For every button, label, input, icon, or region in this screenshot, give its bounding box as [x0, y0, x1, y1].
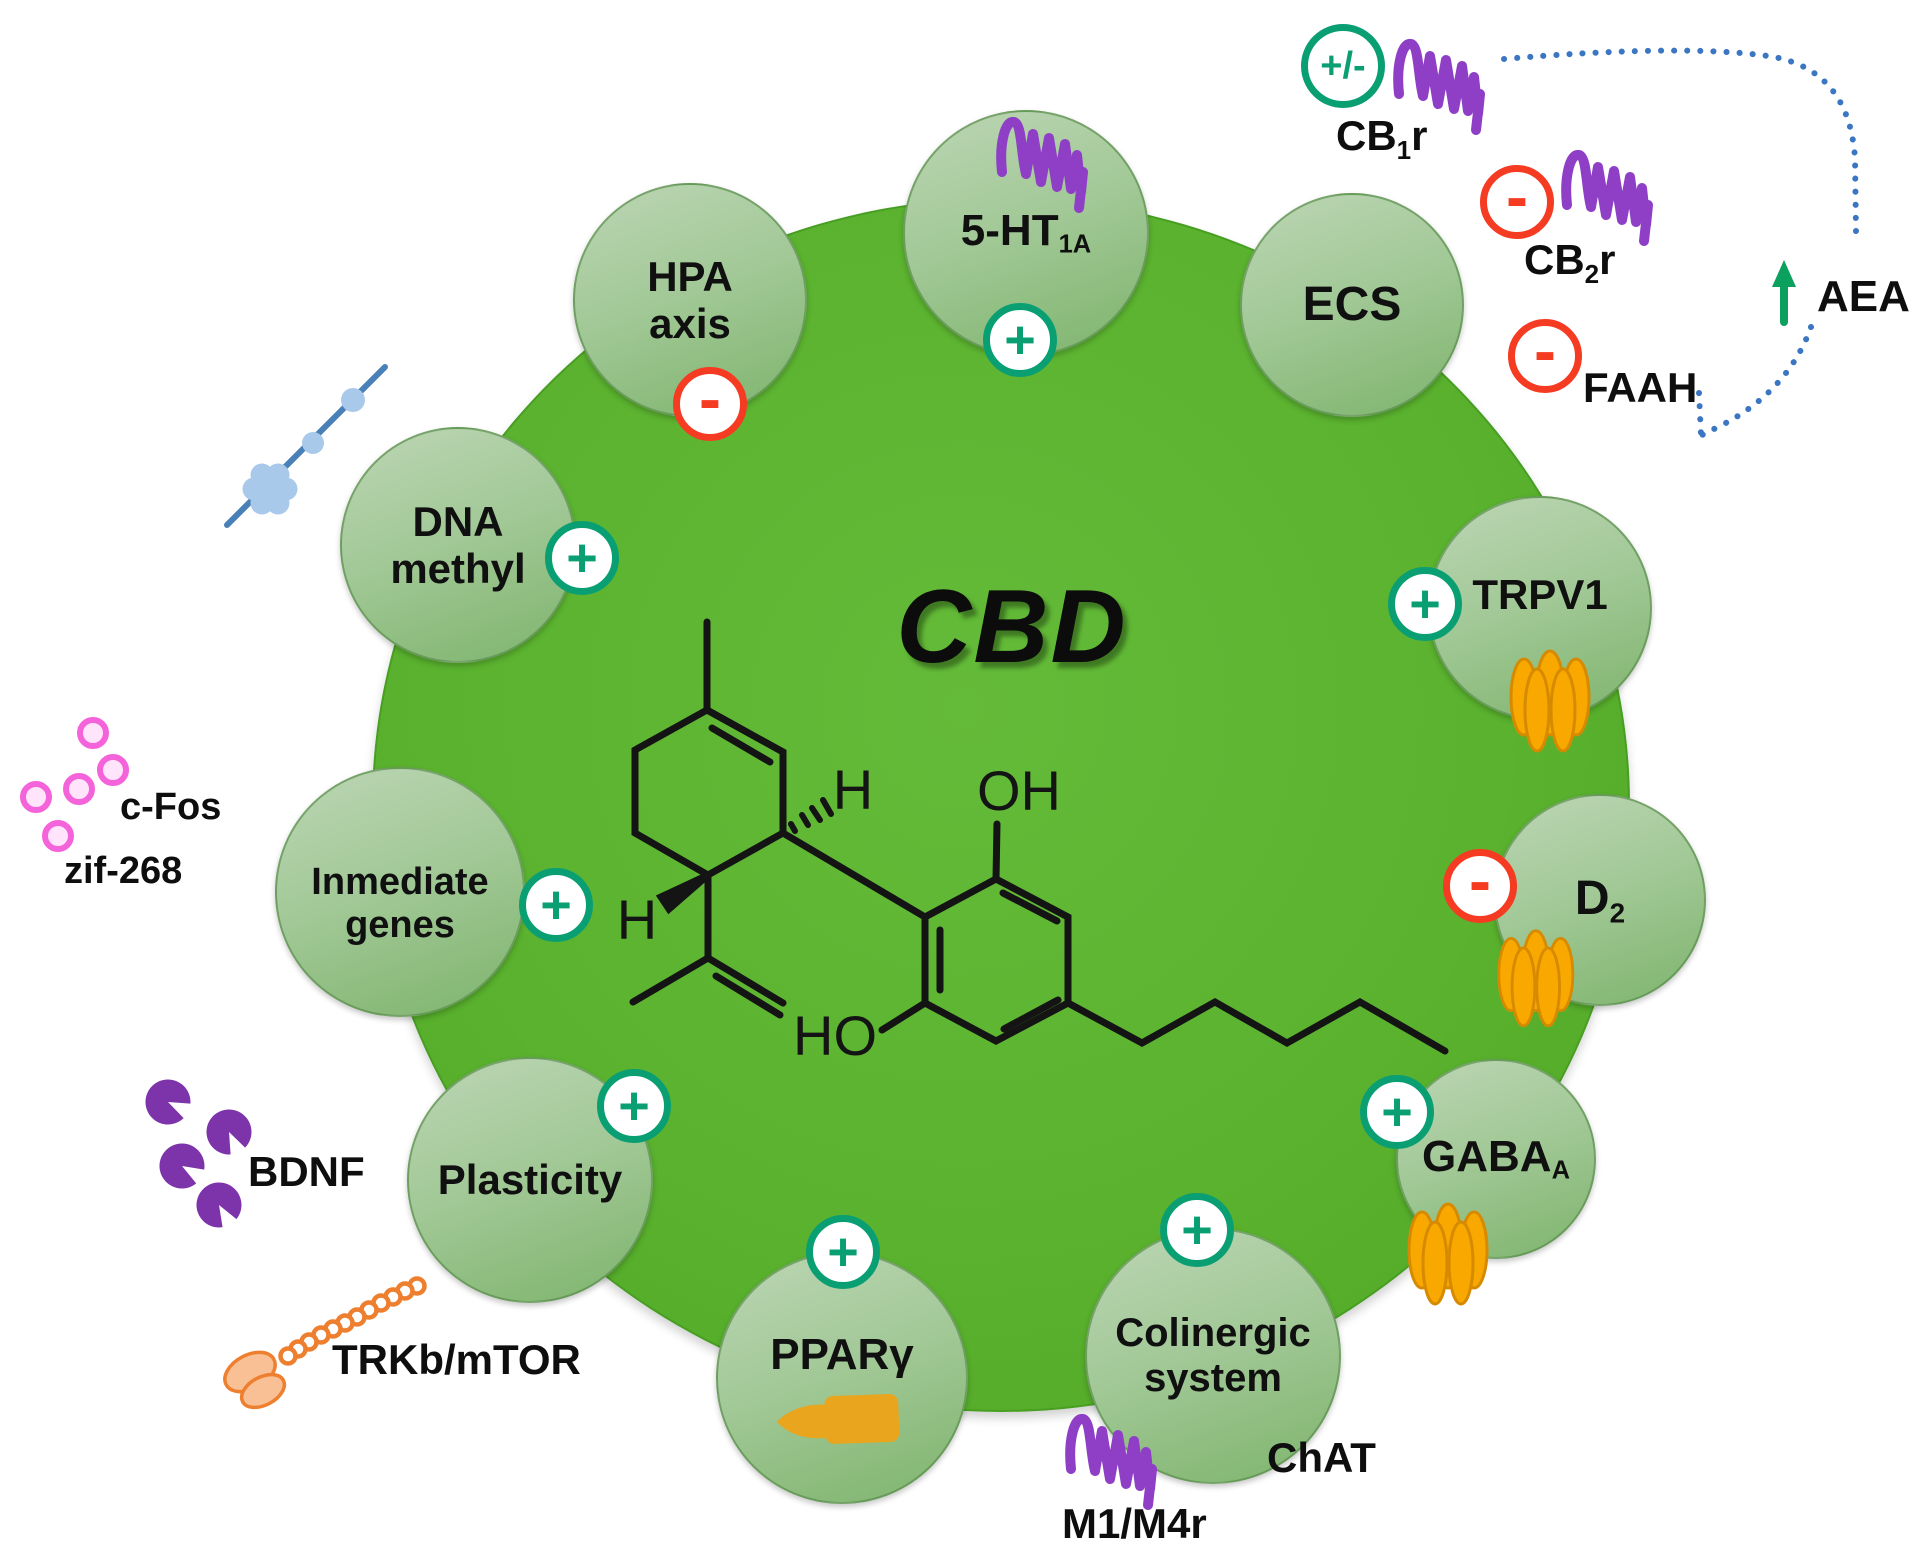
zif268-label: zif-268 [64, 850, 183, 892]
faah-minus-badge: - [1508, 317, 1582, 393]
node-trpv1-label: TRPV1 [1472, 571, 1608, 619]
node-ecs: ECS [1240, 193, 1464, 417]
aea-up-arrow-icon [1772, 260, 1796, 326]
trkb-mtor-label: TRKb/mTOR [332, 1336, 581, 1383]
d2-minus-badge: - [1443, 847, 1517, 923]
serotonin-plus-badge: + [983, 303, 1057, 377]
node-d2: D2 [1494, 794, 1706, 1006]
aea-faah-dotted-arrow [1696, 324, 1814, 438]
chat-label: ChAT [1267, 1434, 1376, 1481]
dna-methyl-plus-badge: + [545, 521, 619, 595]
cholinergic-plus-badge: + [1160, 1193, 1234, 1267]
node-5ht1a-label: 5-HT1A [960, 206, 1092, 260]
cfos-dots-icon [20, 717, 129, 852]
ppar-plus-badge: + [806, 1215, 880, 1289]
cb2r-receptor-icon [1566, 155, 1648, 241]
cb1r-aea-dotted-path [1501, 47, 1859, 235]
aea-label: AEA [1817, 272, 1910, 321]
node-ppar-gamma-label: PPARγ [770, 1330, 914, 1380]
immediate-genes-plus-badge: + [519, 868, 593, 942]
cfos-label: c-Fos [120, 786, 222, 828]
cb2r-label: CB2r [1524, 236, 1616, 290]
hpa-minus-badge: - [673, 365, 747, 441]
cb1r-label: CB1r [1336, 112, 1428, 166]
node-ppar-gamma: PPARγ [716, 1252, 968, 1504]
node-d2-label: D2 [1574, 871, 1626, 929]
cb1r-plusminus-badge: +/- [1301, 24, 1385, 108]
plasticity-plus-badge: + [597, 1069, 671, 1143]
bdnf-dots-icon [138, 1072, 259, 1235]
trpv1-plus-badge: + [1388, 567, 1462, 641]
bdnf-label: BDNF [248, 1148, 365, 1195]
node-gaba-a-label: GABAA [1422, 1132, 1570, 1186]
cb2r-minus-badge: - [1480, 163, 1554, 239]
m1-m4r-label: M1/M4r [1062, 1500, 1207, 1547]
faah-label: FAAH [1583, 364, 1698, 411]
node-plasticity-label: Plasticity [437, 1156, 623, 1204]
node-gaba-a: GABAA [1396, 1059, 1596, 1259]
node-ecs-label: ECS [1302, 278, 1402, 332]
gaba-plus-badge: + [1360, 1075, 1434, 1149]
cbd-title: CBD [896, 569, 1128, 685]
